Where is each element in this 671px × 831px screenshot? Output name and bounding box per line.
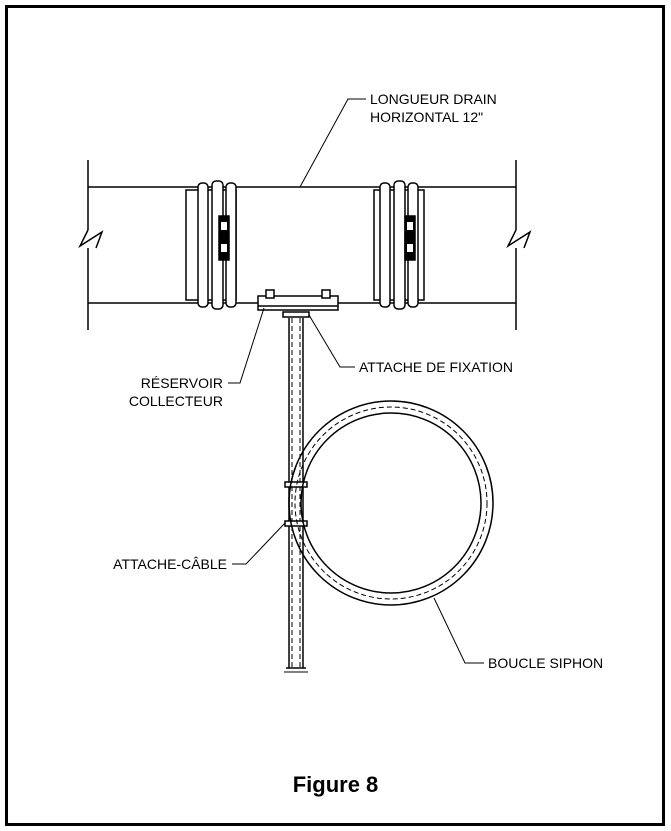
label-reservoir-line1: RÉSERVOIR [141,375,223,391]
fixing-clip [282,311,310,318]
figure-frame [5,5,665,826]
label-cable-tie: ATTACHE-CÂBLE [113,556,227,572]
collecting-reservoir [257,289,339,311]
figure-caption: Figure 8 [292,772,379,797]
label-siphon-loop: BOUCLE SIPHON [488,655,603,671]
siphon-loop [288,400,494,606]
right-pipe-coupling [373,180,425,310]
vertical-drain-tube [284,318,308,673]
label-drain-length-line2: HORIZONTAL 12" [370,109,483,125]
label-reservoir-line2: COLLECTEUR [129,393,223,409]
leader-lines [228,98,484,664]
label-drain-length-line1: LONGUEUR DRAIN [370,91,497,107]
label-fixing-clip: ATTACHE DE FIXATION [359,359,513,375]
left-pipe-coupling [185,180,237,310]
